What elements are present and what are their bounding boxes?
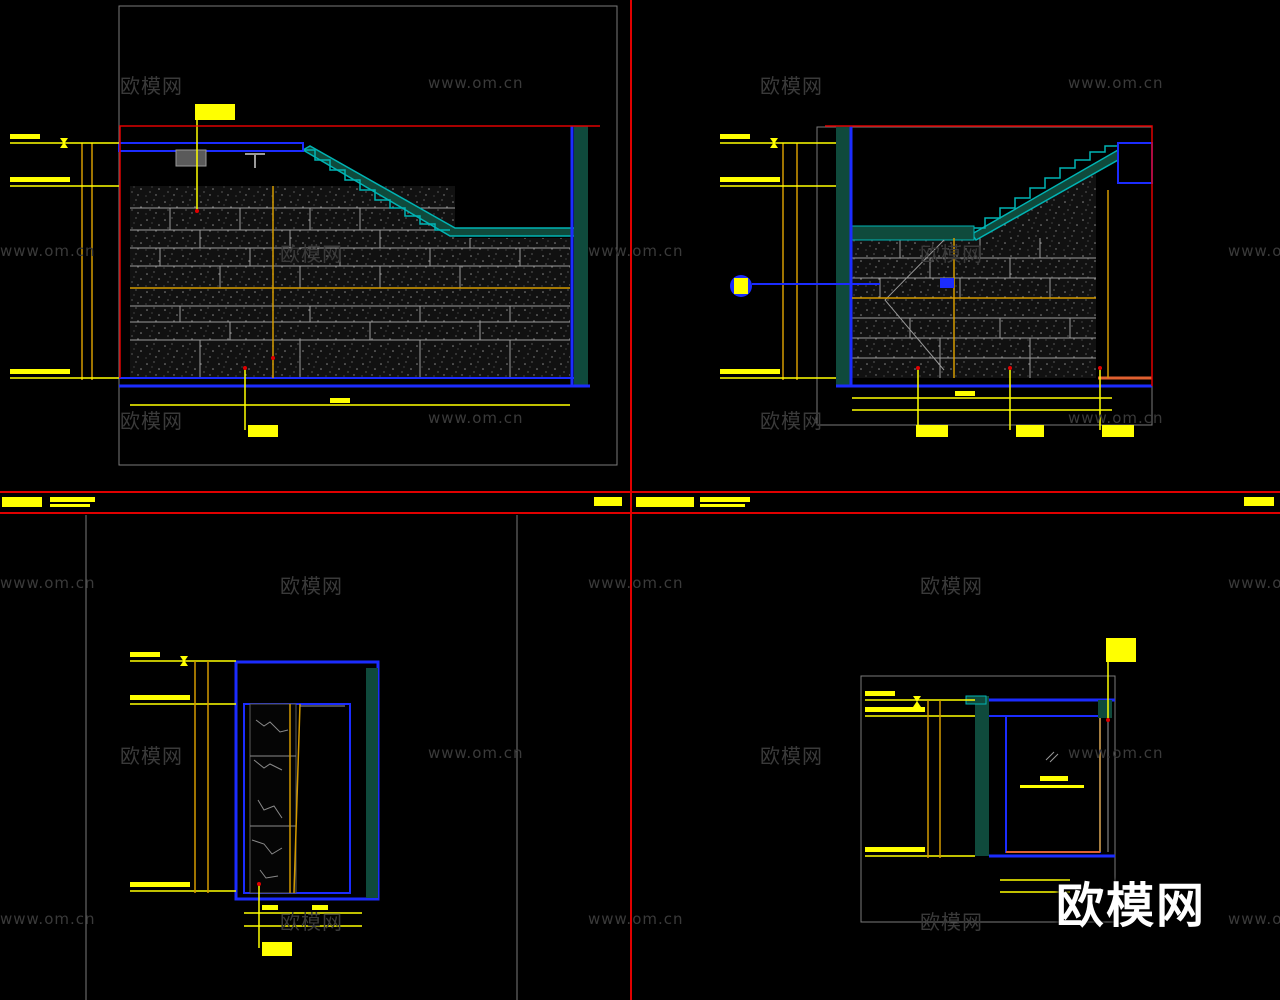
watermark-cn: 欧模网 (760, 74, 823, 98)
watermark-cn: 欧模网 (920, 574, 983, 598)
level-tags-br (865, 638, 1136, 852)
watermark-cn: 欧模网 (280, 574, 343, 598)
viewport-boxes (85, 5, 1153, 1000)
glass-label-br (1020, 776, 1084, 788)
section-marker-tr (730, 275, 880, 297)
watermark-url: www.om.cn (0, 242, 96, 260)
title-band-sub-right (700, 497, 750, 502)
watermark-cn: 欧模网 (760, 744, 823, 768)
watermark-cn: 欧模网 (120, 74, 183, 98)
watermark-cn: 欧模网 (920, 242, 983, 266)
watermark-url: www.om.cn (428, 409, 524, 427)
watermark-cn: 欧模网 (120, 409, 183, 433)
elevation-bottom-left (130, 652, 380, 956)
concrete-wall-br (975, 696, 989, 856)
stone-cracks-bl (250, 719, 296, 879)
watermark-url: www.om.cn (1228, 574, 1280, 592)
elevation-top-left (10, 104, 600, 437)
ceiling-slab-tl (118, 142, 304, 152)
title-band-tag-left (594, 497, 622, 506)
watermark-cn: 欧模网 (920, 910, 983, 934)
orange-dims-tr (782, 143, 1109, 380)
watermark-url: www.om.cn (1228, 910, 1280, 928)
stair-steps-tl (303, 149, 450, 231)
viewport-top-left (118, 5, 618, 466)
elevation-bottom-right (865, 638, 1136, 893)
title-band-tag-right (1244, 497, 1274, 506)
title-band-sub-left-2 (50, 504, 90, 507)
viewport-bottom-right (860, 675, 1116, 923)
level-lines-bl (130, 660, 362, 948)
red-outline-tr (825, 125, 1153, 386)
brand-watermark: 欧模网 (1055, 878, 1206, 934)
watermark-url: www.om.cn (0, 910, 96, 928)
level-tags-tr (720, 134, 1134, 437)
watermark-cn: 欧模网 (120, 744, 183, 768)
watermark-url: www.om.cn (428, 74, 524, 92)
title-band-sub-left (50, 497, 95, 502)
watermark-cn: 欧模网 (280, 910, 343, 934)
watermark-url: www.om.cn (428, 744, 524, 762)
title-band-marks (2, 497, 1274, 507)
level-tags-tl (10, 104, 350, 437)
watermark-url: www.om.cn (1068, 74, 1164, 92)
level-tags-bl (130, 652, 328, 956)
title-band-sub-right-2 (700, 504, 745, 507)
glass-panel-br (1005, 715, 1101, 853)
orange-dims-tl (81, 143, 570, 380)
inner-panel-bl (243, 703, 351, 894)
watermark-url: www.om.cn (0, 574, 96, 592)
stone-wall-fill-tr (852, 238, 1096, 378)
watermark-url: www.om.cn (1228, 242, 1280, 260)
elevation-top-right (720, 125, 1153, 437)
concrete-wall-tr (836, 126, 850, 386)
concrete-wall-tl (574, 126, 588, 386)
watermark-cn: 欧模网 (760, 409, 823, 433)
watermark-url: www.om.cn (1068, 744, 1164, 762)
cracked-stone-panel-bl (249, 703, 297, 894)
watermark-url: www.om.cn (588, 910, 684, 928)
watermark-cn: 欧模网 (280, 242, 343, 266)
stair-void-tl (300, 150, 576, 238)
watermark-url: www.om.cn (1068, 409, 1164, 427)
level-lines-tl (10, 110, 570, 430)
title-band-label-left (2, 497, 42, 507)
watermark-url: www.om.cn (588, 242, 684, 260)
upper-slab-tr (1117, 142, 1153, 184)
glass-hatch-br (1045, 751, 1059, 763)
watermark-url: www.om.cn (588, 574, 684, 592)
level-lines-tr (720, 142, 1112, 430)
ceiling-beam-tl (175, 149, 207, 167)
stair-steps-tr (972, 145, 1118, 229)
title-band-label-right (636, 497, 694, 507)
